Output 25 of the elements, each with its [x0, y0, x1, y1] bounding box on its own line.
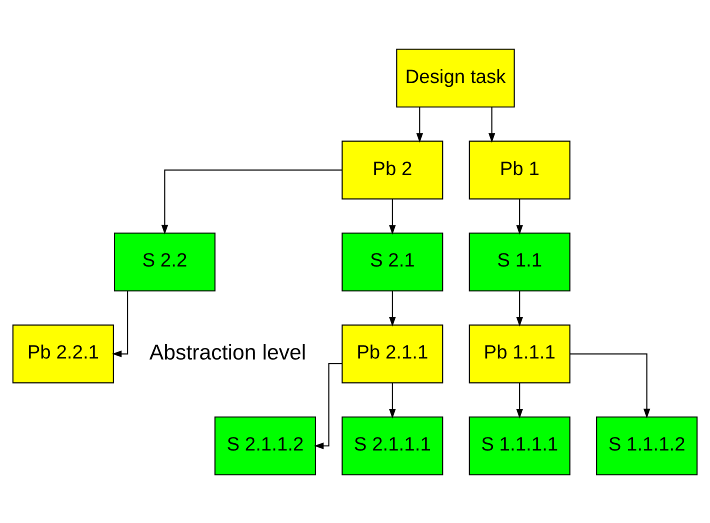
node-box: S 1.1.1.2: [596, 416, 698, 475]
arrow: [161, 169, 342, 234]
node-box: S 2.1.1.1: [342, 416, 444, 475]
arrow: [570, 352, 650, 418]
node-box: S 2.2: [114, 232, 216, 291]
label: Abstraction level: [149, 340, 306, 364]
arrow: [112, 290, 128, 357]
arrow: [488, 106, 496, 142]
node-box: Pb 1.1.1: [468, 324, 570, 383]
arrow: [516, 382, 523, 418]
node-box: Pb 2.2.1: [12, 324, 114, 383]
node-box: Design task: [396, 48, 515, 108]
arrow: [516, 198, 523, 234]
node-box: S 2.1.1.2: [214, 416, 316, 475]
node-box: S 1.1: [468, 232, 570, 291]
node-box: Pb 2: [342, 140, 444, 199]
arrow: [389, 382, 396, 418]
node-box: Pb 2.1.1: [342, 324, 444, 383]
arrow: [516, 290, 523, 326]
node-box: S 1.1.1.1: [468, 416, 570, 475]
node-box: Pb 1: [468, 140, 570, 199]
arrow: [416, 106, 424, 142]
arrow: [389, 290, 396, 326]
node-box: S 2.1: [342, 232, 444, 291]
arrow: [389, 198, 396, 234]
